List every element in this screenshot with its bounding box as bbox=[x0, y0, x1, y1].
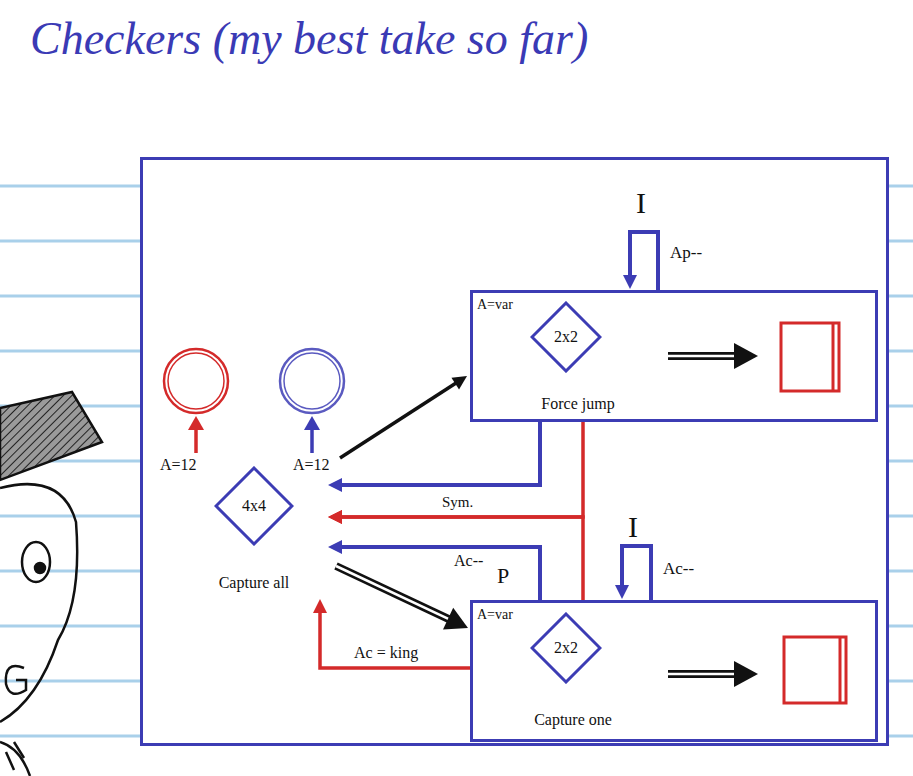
edge-label: Ac-- bbox=[452, 552, 485, 570]
connector bbox=[336, 566, 468, 630]
arrowhead bbox=[451, 376, 467, 389]
red-circle bbox=[164, 349, 228, 413]
variable-note: A=var bbox=[477, 607, 513, 623]
arrowhead bbox=[443, 608, 468, 630]
connector-line bbox=[339, 422, 583, 517]
arrowhead bbox=[328, 540, 342, 554]
loop-marker: I bbox=[636, 186, 646, 221]
connector-line bbox=[340, 382, 458, 458]
outer-frame bbox=[142, 159, 888, 745]
edge-label: Ap-- bbox=[668, 244, 704, 263]
end-square bbox=[784, 637, 846, 703]
arrowhead bbox=[623, 275, 637, 289]
state-box: A=varCapture one 2x2 bbox=[470, 600, 878, 742]
arrowhead bbox=[328, 510, 342, 524]
blue-circle bbox=[280, 349, 344, 413]
variable-note: A=var bbox=[477, 297, 513, 313]
connector-line bbox=[339, 547, 540, 600]
arrowhead bbox=[328, 510, 342, 524]
connector-line bbox=[339, 422, 540, 485]
node-caption: Capture all bbox=[184, 574, 324, 592]
state-box: A=varForce jump 2x2 bbox=[470, 290, 878, 422]
connector-line bbox=[622, 546, 651, 600]
connector bbox=[313, 599, 470, 668]
edge-label: Ac = king bbox=[352, 644, 420, 662]
connector bbox=[328, 510, 583, 600]
connector bbox=[328, 422, 583, 524]
box-title: Capture one bbox=[473, 711, 673, 729]
end-square bbox=[781, 323, 839, 391]
connector-inner bbox=[336, 566, 452, 621]
red-pointer bbox=[188, 416, 204, 453]
blue-pointer bbox=[304, 416, 320, 453]
count-label: A=12 bbox=[160, 456, 197, 474]
arrowhead bbox=[615, 585, 629, 599]
connector bbox=[340, 376, 467, 458]
connector bbox=[328, 422, 540, 492]
connector-outer bbox=[336, 566, 452, 621]
page-title: Checkers (my best take so far) bbox=[30, 14, 588, 65]
board-diamond: 2x2 bbox=[530, 301, 602, 373]
connector-line bbox=[630, 232, 658, 290]
cartoon-character bbox=[0, 392, 102, 776]
connector bbox=[328, 540, 540, 600]
double-arrow bbox=[668, 343, 758, 369]
arrowhead bbox=[328, 478, 342, 492]
decision-diamond: 4x4Capture all bbox=[184, 466, 324, 596]
diamond-label: 4x4 bbox=[214, 497, 294, 515]
path-marker: P bbox=[497, 563, 509, 588]
count-label: A=12 bbox=[293, 456, 330, 474]
box-title: Force jump bbox=[473, 395, 683, 413]
diamond-label: 2x2 bbox=[530, 639, 602, 657]
connector bbox=[615, 546, 651, 600]
arrowhead bbox=[313, 599, 327, 613]
diamond-label: 2x2 bbox=[530, 328, 602, 346]
edge-label: Ac-- bbox=[661, 560, 696, 579]
edge-label: Sym. bbox=[440, 494, 475, 511]
double-arrow bbox=[668, 661, 758, 687]
loop-marker: I bbox=[628, 510, 638, 545]
connector bbox=[623, 232, 658, 290]
board-diamond: 2x2 bbox=[530, 612, 602, 684]
